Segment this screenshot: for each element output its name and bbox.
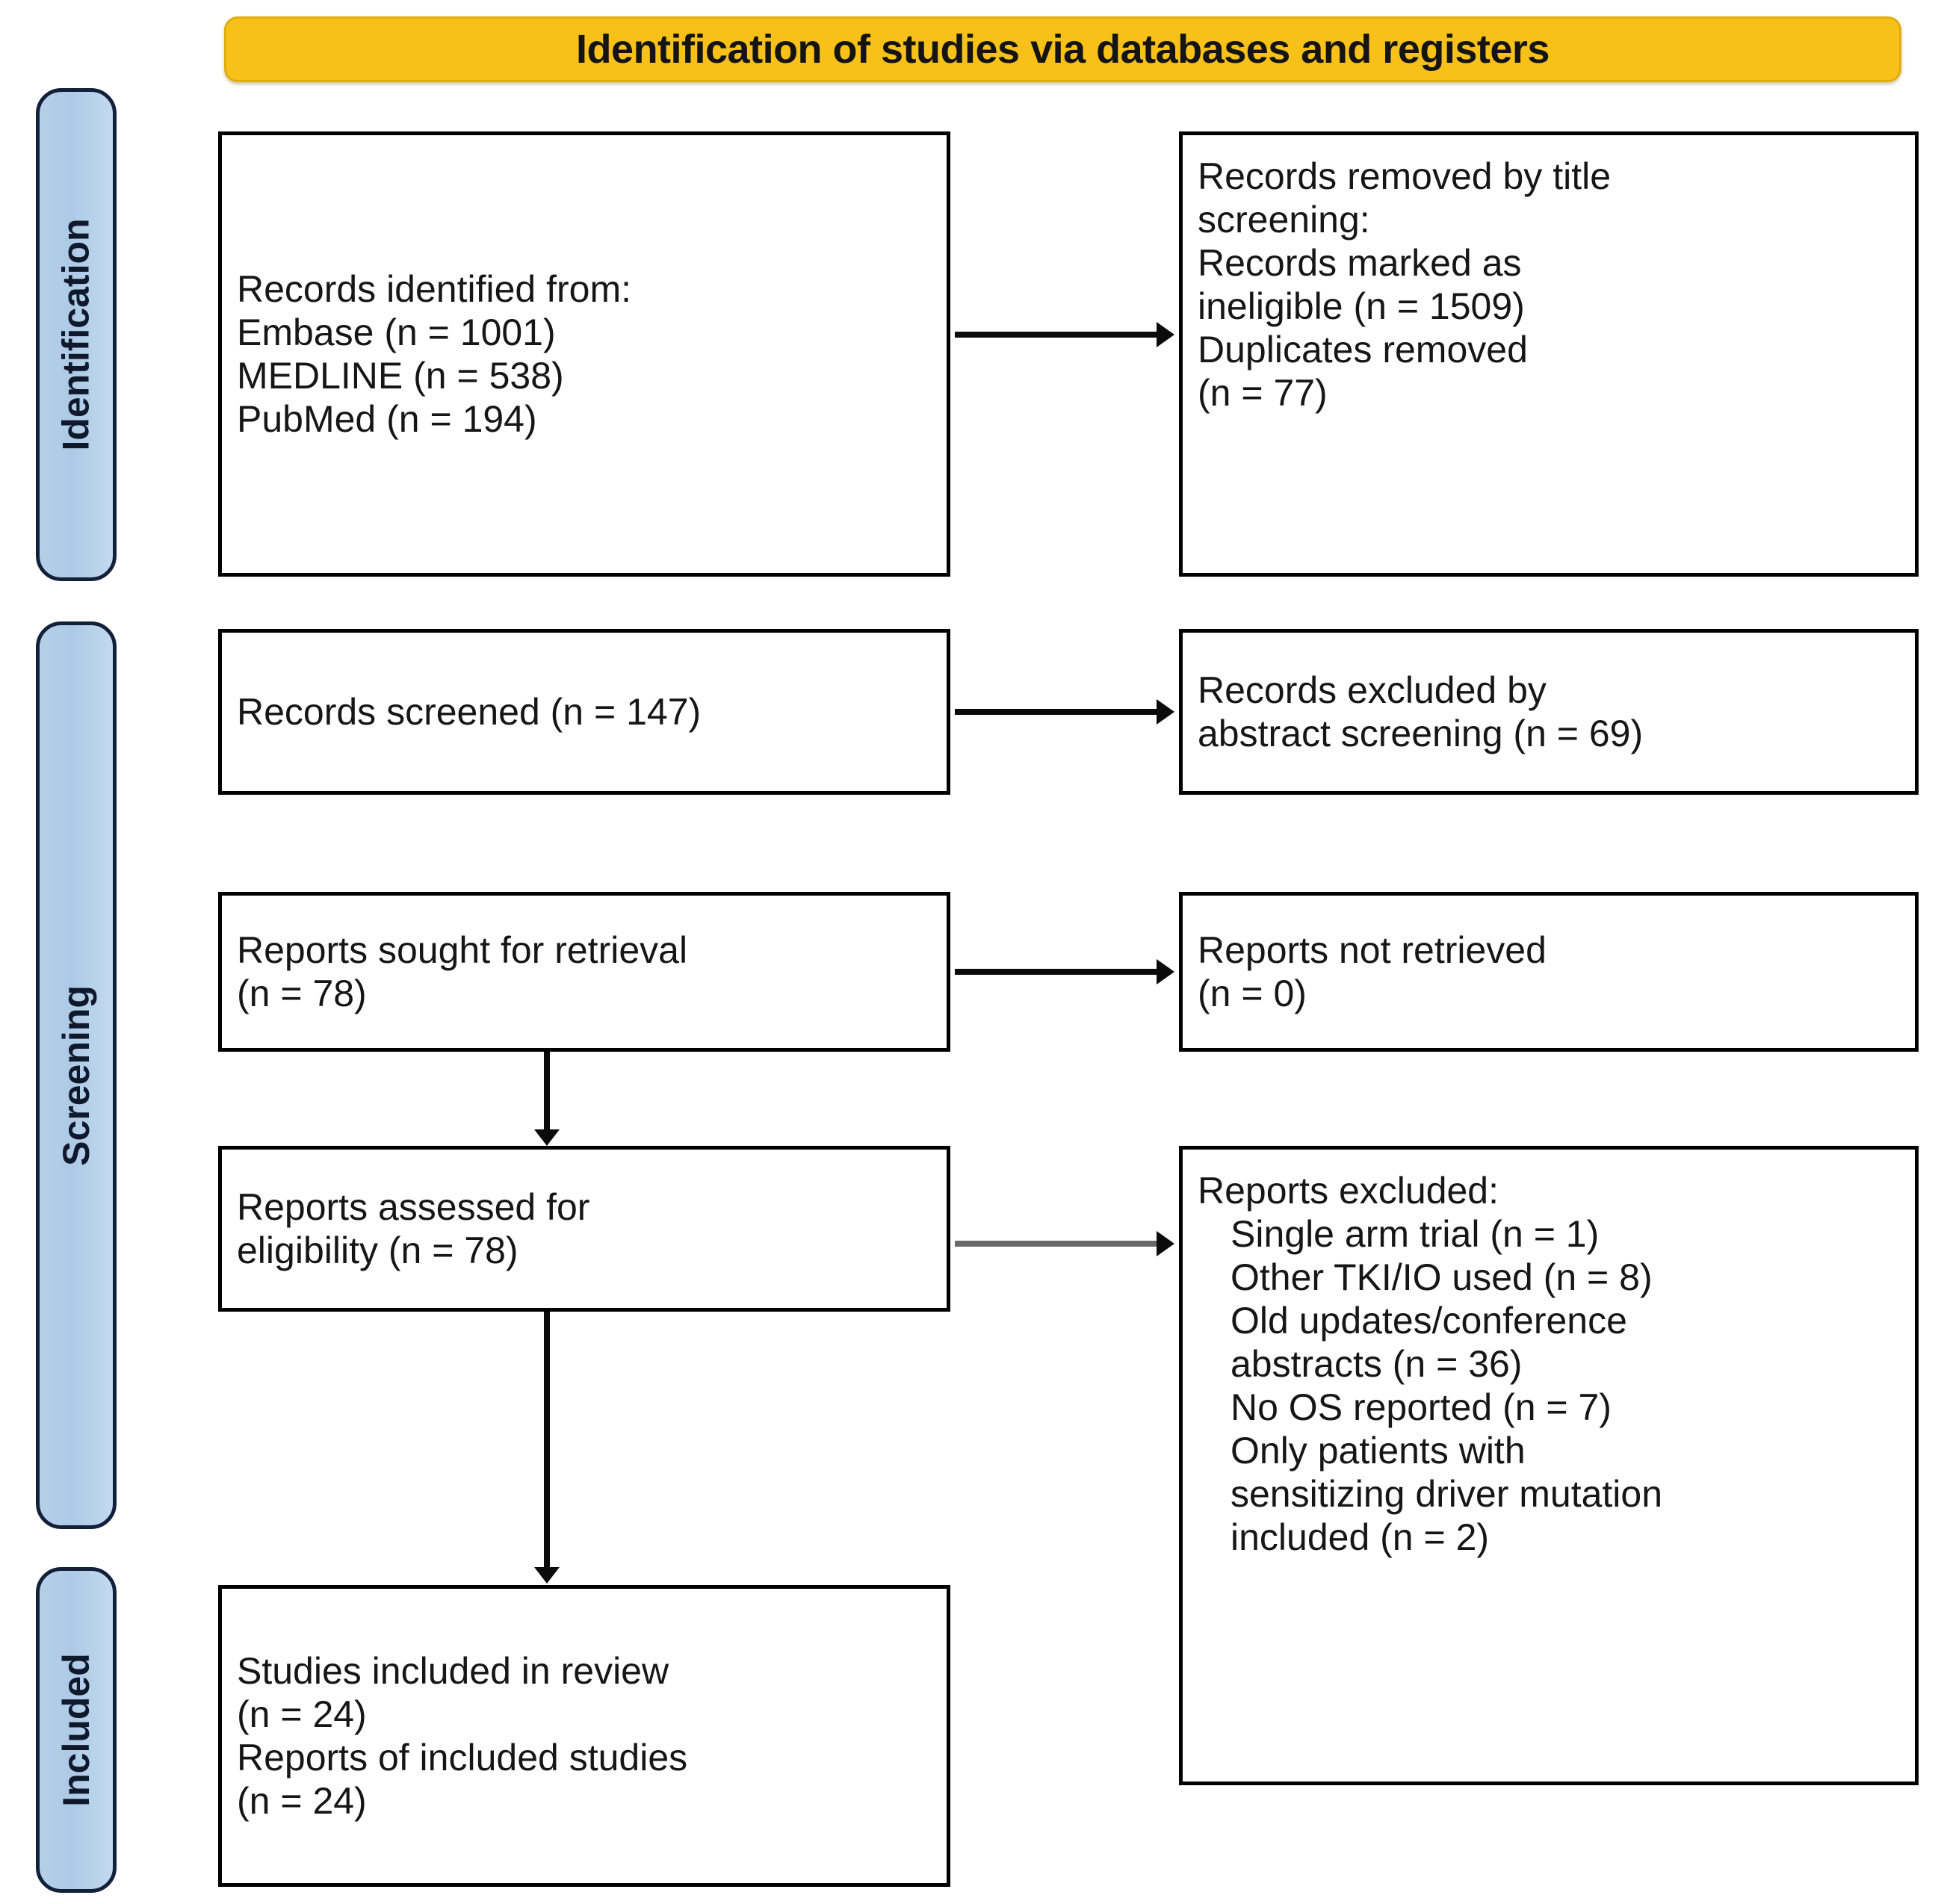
reports-excluded-line-7: included (n = 2)	[1231, 1516, 1490, 1558]
records-removed-line-2: Records marked as	[1198, 242, 1522, 284]
stage-rail-included: Included	[36, 1567, 117, 1893]
records-removed-line-1: screening:	[1198, 199, 1370, 241]
records-excluded-line-1: abstract screening (n = 69)	[1198, 713, 1644, 754]
reports-excluded-line-3: abstracts (n = 36)	[1231, 1343, 1523, 1385]
banner-title: Identification of studies via databases …	[576, 27, 1550, 72]
records-removed-line-4: Duplicates removed	[1198, 329, 1528, 370]
studies-included-line-2: Reports of included studies	[237, 1737, 688, 1779]
records-screened-box: Records screened (n = 147)	[218, 629, 950, 795]
studies-included-box: Studies included in review (n = 24) Repo…	[218, 1585, 950, 1887]
records-removed-line-5: (n = 77)	[1198, 372, 1328, 414]
arrow-sought-to-not-retrieved	[955, 969, 1158, 975]
arrow-screened-to-excluded	[955, 709, 1158, 715]
reports-excluded-heading: Reports excluded:	[1198, 1170, 1499, 1212]
studies-included-line-3: (n = 24)	[237, 1780, 367, 1822]
records-removed-line-0: Records removed by title	[1198, 155, 1612, 197]
reports-sought-line-0: Reports sought for retrieval	[237, 929, 688, 971]
records-identified-line-3: PubMed (n = 194)	[237, 398, 537, 440]
records-excluded-box: Records excluded by abstract screening (…	[1179, 629, 1919, 795]
records-removed-box: Records removed by title screening: Reco…	[1179, 131, 1919, 577]
stage-rail-included-label: Included	[55, 1653, 98, 1807]
diagram-banner: Identification of studies via databases …	[224, 16, 1901, 82]
reports-assessed-line-0: Reports assessed for	[237, 1186, 590, 1228]
records-excluded-line-0: Records excluded by	[1198, 669, 1547, 711]
reports-not-retrieved-line-0: Reports not retrieved	[1198, 929, 1547, 971]
reports-excluded-box: Reports excluded: Single arm trial (n = …	[1179, 1146, 1919, 1785]
reports-not-retrieved-line-1: (n = 0)	[1198, 973, 1307, 1014]
arrow-assessed-to-included	[544, 1312, 550, 1569]
records-removed-line-3: ineligible (n = 1509)	[1198, 285, 1525, 327]
studies-included-line-0: Studies included in review	[237, 1650, 669, 1692]
reports-sought-box: Reports sought for retrieval (n = 78)	[218, 892, 950, 1052]
reports-excluded-line-0: Single arm trial (n = 1)	[1231, 1213, 1600, 1255]
reports-excluded-line-5: Only patients with	[1231, 1430, 1526, 1472]
arrow-sought-to-assessed	[544, 1052, 550, 1131]
stage-rail-screening-label: Screening	[55, 984, 97, 1166]
records-screened-line-0: Records screened (n = 147)	[237, 691, 702, 733]
stage-rail-screening: Screening	[36, 621, 117, 1529]
records-identified-line-1: Embase (n = 1001)	[237, 311, 556, 353]
reports-assessed-box: Reports assessed for eligibility (n = 78…	[218, 1146, 950, 1312]
studies-included-line-1: (n = 24)	[237, 1693, 367, 1735]
records-identified-box: Records identified from: Embase (n = 100…	[218, 131, 950, 577]
reports-not-retrieved-box: Reports not retrieved (n = 0)	[1179, 892, 1919, 1052]
reports-assessed-line-1: eligibility (n = 78)	[237, 1229, 518, 1271]
reports-excluded-line-6: sensitizing driver mutation	[1231, 1473, 1663, 1515]
arrow-assessed-to-reports-excluded	[955, 1241, 1158, 1247]
stage-rail-identification-label: Identification	[55, 218, 98, 451]
reports-excluded-line-2: Old updates/conference	[1231, 1300, 1627, 1342]
stage-rail-identification: Identification	[36, 88, 117, 581]
reports-sought-line-1: (n = 78)	[237, 973, 367, 1014]
reports-excluded-line-4: No OS reported (n = 7)	[1231, 1386, 1612, 1428]
records-identified-line-0: Records identified from:	[237, 268, 632, 310]
arrow-identified-to-removed	[955, 332, 1158, 338]
reports-excluded-line-1: Other TKI/IO used (n = 8)	[1231, 1256, 1653, 1298]
records-identified-line-2: MEDLINE (n = 538)	[237, 355, 564, 397]
